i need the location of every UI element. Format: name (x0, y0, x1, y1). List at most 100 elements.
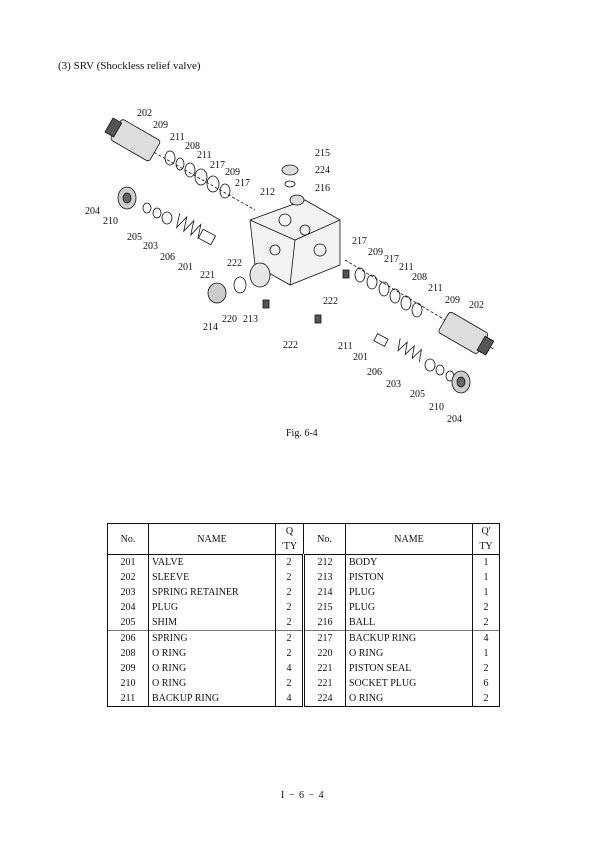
part-no: 216 (303, 615, 346, 631)
valve-201-right (373, 333, 389, 347)
part-name: SHIM (148, 615, 276, 631)
callout-label: 209 (368, 247, 383, 258)
part-no: 214 (303, 585, 346, 600)
table-header-row: No. NAME Q 'TY No. NAME Q' TY (107, 523, 500, 555)
part-qty: 4 (472, 630, 500, 646)
part-no: 203 (107, 585, 149, 600)
table-row: 203 SPRING RETAINER 2 214 PLUG 1 (107, 585, 500, 600)
table-row: 205 SHIM 2 216 BALL 2 (107, 615, 500, 631)
part-no: 206 (107, 630, 149, 646)
part-name: PLUG (345, 600, 473, 615)
spring-206-right (397, 338, 422, 363)
callout-label: 217 (352, 236, 367, 247)
part-qty: 1 (472, 585, 500, 600)
table-row: 209 O RING 4 221 PISTON SEAL 2 (107, 661, 500, 676)
part-name: BODY (345, 554, 473, 570)
part-qty: 1 (472, 646, 500, 661)
callout-label: 210 (103, 216, 118, 227)
part-name: SPRING (148, 630, 276, 646)
callout-label: 209 (153, 120, 168, 131)
part-name: PLUG (148, 600, 276, 615)
callout-label: 211 (428, 283, 443, 294)
part-qty: 2 (275, 554, 305, 570)
callout-label: 224 (315, 165, 330, 176)
callout-labels: 202 209 211 208 211 217 209 217 212 215 … (85, 108, 484, 425)
part-qty: 1 (472, 570, 500, 585)
callout-label: 203 (143, 241, 158, 252)
part-name: O RING (148, 676, 276, 691)
table-row: 202 SLEEVE 2 213 PISTON 1 (107, 570, 500, 585)
part-name: SPRING RETAINER (148, 585, 276, 600)
o-ring-220 (233, 276, 247, 294)
part-qty: 2 (472, 600, 500, 615)
sleeve-202-upper (104, 117, 161, 162)
part-name: PISTON SEAL (345, 661, 473, 676)
callout-label: 217 (384, 254, 399, 265)
part-qty: 2 (275, 646, 305, 661)
callout-label: 204 (447, 414, 462, 425)
part-no: 221 (303, 676, 346, 691)
part-qty: 6 (472, 676, 500, 691)
part-name: O RING (148, 646, 276, 661)
figure-caption: Fig. 6-4 (286, 428, 318, 439)
callout-label: 215 (315, 148, 330, 159)
col-header-name: NAME (148, 523, 276, 555)
part-qty: 2 (472, 691, 500, 707)
part-name: O RING (345, 646, 473, 661)
part-no: 210 (107, 676, 149, 691)
callout-label: 222 (283, 340, 298, 351)
page-number: I − 6 − 4 (281, 790, 325, 801)
part-qty: 2 (275, 615, 305, 631)
part-no: 212 (303, 554, 346, 570)
part-name: PISTON (345, 570, 473, 585)
plug-216 (289, 194, 305, 206)
callout-label: 205 (410, 389, 425, 400)
part-name: SLEEVE (148, 570, 276, 585)
part-no: 204 (107, 600, 149, 615)
callout-label: 221 (200, 270, 215, 281)
part-no: 224 (303, 691, 346, 707)
piston-213 (249, 262, 271, 288)
plug-215 (281, 164, 299, 176)
table-row: 204 PLUG 2 215 PLUG 2 (107, 600, 500, 615)
callout-label: 206 (160, 252, 175, 263)
callout-label: 211 (197, 150, 212, 161)
callout-label: 202 (137, 108, 152, 119)
plug-204-left (117, 186, 137, 210)
parts-table: No. NAME Q 'TY No. NAME Q' TY 201 VALVE … (107, 523, 500, 707)
callout-label: 209 (225, 167, 240, 178)
part-qty: 2 (275, 600, 305, 615)
callout-label: 201 (353, 352, 368, 363)
part-qty: 4 (275, 691, 305, 707)
part-no: 217 (303, 630, 346, 646)
part-qty: 2 (472, 661, 500, 676)
part-name: BACKUP RING (345, 630, 473, 646)
callout-label: 214 (203, 322, 218, 333)
part-no: 202 (107, 570, 149, 585)
plug-214 (207, 282, 227, 304)
callout-label: 220 (222, 314, 237, 325)
part-qty: 2 (275, 570, 305, 585)
callout-label: 202 (469, 300, 484, 311)
part-no: 221 (303, 661, 346, 676)
col-header-qty: Q 'TY (275, 523, 304, 555)
part-no: 201 (107, 554, 149, 570)
socket-plug-222 (262, 299, 270, 309)
callout-label: 211 (170, 132, 185, 143)
part-name: O RING (148, 661, 276, 676)
callout-label: 205 (127, 232, 142, 243)
part-qty: 1 (472, 554, 500, 570)
part-name: SOCKET PLUG (345, 676, 473, 691)
part-qty: 4 (275, 661, 305, 676)
part-qty: 2 (472, 615, 500, 631)
part-name: O RING (345, 691, 473, 707)
part-name: BACKUP RING (148, 691, 276, 707)
table-row: 210 O RING 2 221 SOCKET PLUG 6 (107, 676, 500, 691)
part-no: 215 (303, 600, 346, 615)
o-ring-224 (284, 180, 296, 188)
callout-label: 222 (227, 258, 242, 269)
part-qty: 2 (275, 585, 305, 600)
callout-label: 213 (243, 314, 258, 325)
part-no: 220 (303, 646, 346, 661)
plug-204-right (451, 370, 471, 394)
